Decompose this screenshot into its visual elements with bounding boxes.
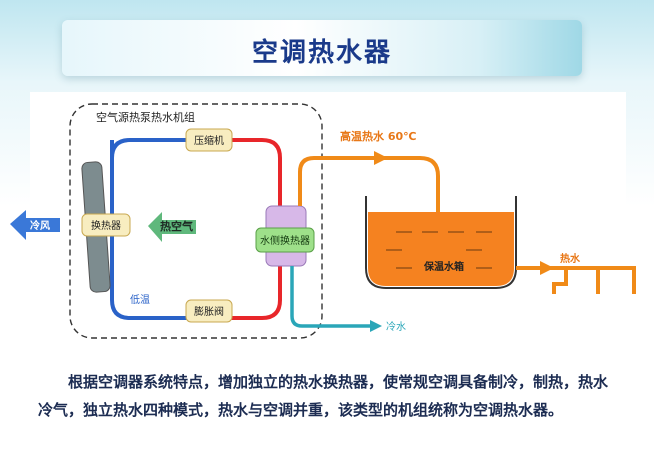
expansion-valve-box xyxy=(185,299,233,323)
hot-air-arrow xyxy=(148,212,196,242)
outlet-arrow xyxy=(540,261,554,275)
description-text: 根据空调器系统特点，增加独立的热水换热器，使常规空调具备制冷，制热，热水冷气，独… xyxy=(38,373,609,419)
hot-refrigerant-pipe xyxy=(200,138,282,230)
cold-refrigerant-pipe-top xyxy=(110,138,200,190)
cold-wind-arrow xyxy=(10,210,60,240)
cold-water-pipe xyxy=(290,266,378,328)
compressor-box xyxy=(185,128,233,152)
cold-water-arrow xyxy=(370,320,382,332)
expansion-valve-label: 膨胀阀 xyxy=(194,305,224,318)
low-temp-label: 低温 xyxy=(130,293,150,306)
high-temp-water-label: 高温热水 60℃ xyxy=(340,129,416,143)
water-side-exchanger-box xyxy=(255,227,315,253)
air-exchanger-box xyxy=(81,213,131,237)
water-side-exchanger-label: 水侧换热器 xyxy=(260,234,310,247)
page-title: 空调热水器 xyxy=(251,38,392,68)
hot-refrigerant-pipe-down xyxy=(218,230,282,320)
hot-air-label: 热空气 xyxy=(160,219,193,233)
cold-refrigerant-pipe xyxy=(110,140,262,320)
cold-water-label: 冷水 xyxy=(386,320,406,333)
cold-wind-label: 冷风 xyxy=(30,219,50,232)
hot-water-arrow xyxy=(374,151,388,165)
tap-outlets xyxy=(552,268,636,294)
air-exchanger-label: 换热器 xyxy=(91,219,121,232)
unit-label: 空气源热泵热水机组 xyxy=(96,110,195,124)
compressor-label: 压缩机 xyxy=(194,134,224,147)
tank-outline xyxy=(365,196,517,289)
hot-water-label: 热水 xyxy=(560,252,581,265)
title-bar: 空调热水器 xyxy=(62,20,582,76)
tank-label: 保温水箱 xyxy=(423,260,464,273)
hot-water-pipe xyxy=(298,156,440,240)
tank-water-lines xyxy=(386,231,492,269)
unit-boundary xyxy=(69,103,323,339)
tank-water xyxy=(368,212,514,286)
